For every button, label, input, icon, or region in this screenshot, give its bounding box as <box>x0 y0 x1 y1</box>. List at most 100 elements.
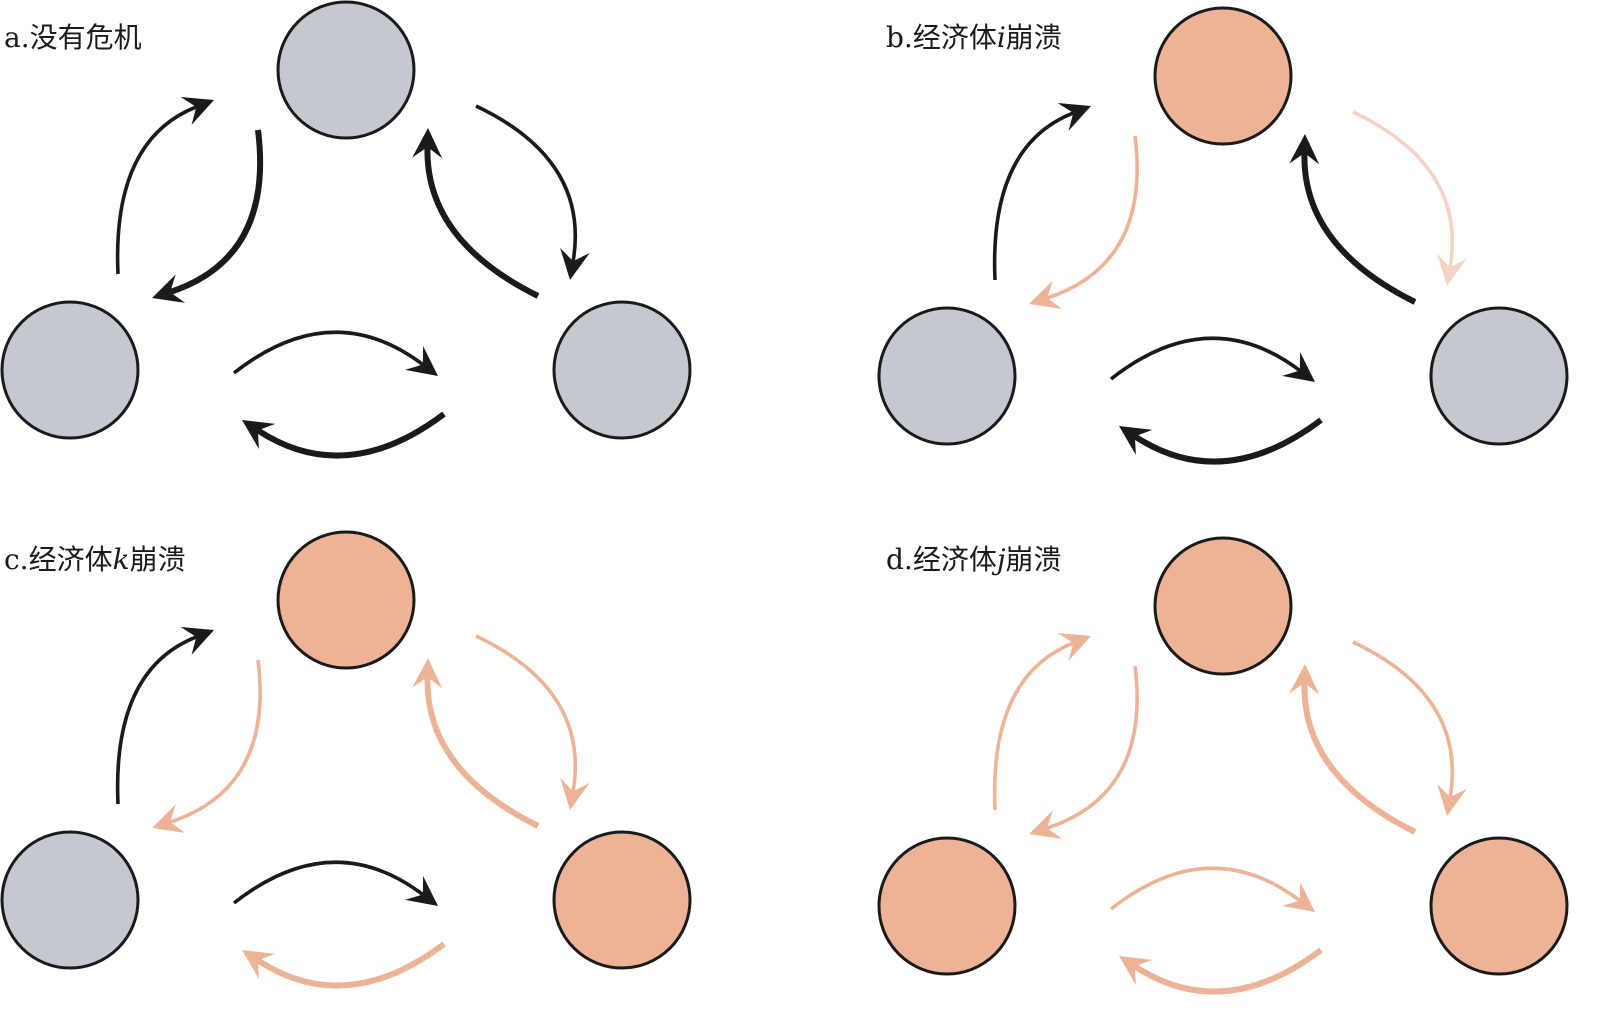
panel-b-title-suffix: 崩溃 <box>1005 21 1062 54</box>
arrow-left-to-top <box>115 626 214 805</box>
arrow-top-to-right <box>1352 110 1467 286</box>
arrow-right-to-top-shaft <box>424 676 540 829</box>
node-top-collapsed <box>1153 6 1293 146</box>
panel-d-title: d.经济体j崩溃 <box>886 546 1062 574</box>
arrow-left-to-right-arrowhead <box>405 875 438 906</box>
arrow-top-to-right-arrowhead <box>1437 783 1467 816</box>
arrow-left-to-right-shaft <box>1109 866 1301 911</box>
arrow-left-to-right <box>232 330 438 376</box>
arrow-top-to-left-arrowhead <box>1029 810 1063 839</box>
arrow-left-to-top <box>992 102 1091 281</box>
panel-c-title-suffix: 崩溃 <box>129 543 186 576</box>
panel-b-title: b.经济体i崩溃 <box>886 24 1062 52</box>
arrow-right-to-left-arrowhead <box>1119 426 1153 455</box>
panel-a-title-text: a.没有危机 <box>4 21 142 54</box>
panel-d-title-suffix: 崩溃 <box>1005 543 1062 576</box>
arrow-right-to-left-shaft <box>256 411 446 459</box>
panel-d <box>877 536 1569 995</box>
arrow-top-to-right <box>475 634 590 810</box>
panel-d-title-prefix: d.经济体 <box>886 543 997 576</box>
arrow-right-to-top <box>1289 134 1417 305</box>
arrow-top-to-right-shaft <box>475 104 578 262</box>
arrow-right-to-top <box>412 658 540 829</box>
arrow-left-to-top-shaft <box>992 111 1074 281</box>
panel-c <box>0 530 692 989</box>
arrow-left-to-top-arrowhead <box>1057 102 1091 131</box>
arrow-right-to-left-shaft <box>1133 947 1323 995</box>
arrow-right-to-top-shaft <box>424 146 540 299</box>
arrow-left-to-right-shaft <box>232 860 424 905</box>
panel-d-title-var: j <box>996 543 1006 576</box>
arrow-right-to-top <box>1289 664 1417 835</box>
arrow-top-to-right-shaft <box>475 634 578 792</box>
arrow-top-to-right-arrowhead <box>1437 253 1467 286</box>
panel-c-title-var: k <box>112 543 130 576</box>
arrow-right-to-left <box>242 941 446 989</box>
arrow-top-to-left-arrowhead <box>152 274 186 303</box>
arrow-top-to-right-arrowhead <box>560 247 590 280</box>
node-top-normal <box>276 0 416 140</box>
arrow-left-to-top-shaft <box>992 641 1074 811</box>
arrow-top-to-left-shaft <box>1046 665 1139 830</box>
panel-c-title: c.经济体k崩溃 <box>4 546 186 574</box>
arrow-right-to-top-arrowhead <box>412 128 443 159</box>
arrow-right-to-left <box>242 411 446 459</box>
arrow-top-to-left-shaft <box>169 129 264 295</box>
panel-b-title-var: i <box>996 21 1006 54</box>
arrow-left-to-top-shaft <box>115 635 197 805</box>
arrow-right-to-top-arrowhead <box>1289 134 1320 165</box>
arrow-left-to-right <box>1109 866 1315 912</box>
arrow-left-to-top <box>115 96 214 275</box>
arrow-top-to-right-shaft <box>1352 110 1455 268</box>
arrow-left-to-top-arrowhead <box>180 626 214 655</box>
node-right-normal <box>1429 306 1569 446</box>
node-left-normal <box>0 830 140 970</box>
arrow-right-to-left-arrowhead <box>242 420 276 449</box>
panel-c-title-prefix: c.经济体 <box>4 543 113 576</box>
arrow-top-to-right-arrowhead <box>560 777 590 810</box>
arrow-left-to-top-arrowhead <box>1057 632 1091 661</box>
node-right-collapsed <box>552 830 692 970</box>
arrow-right-to-left <box>1119 417 1323 465</box>
arrow-top-to-left <box>152 659 262 833</box>
node-right-collapsed <box>1429 836 1569 976</box>
node-right-normal <box>552 300 692 440</box>
arrow-right-to-top-arrowhead <box>1289 664 1320 695</box>
arrow-top-to-left-arrowhead <box>1029 280 1063 309</box>
panel-a <box>0 0 692 459</box>
arrow-left-to-right <box>1109 336 1315 382</box>
arrow-left-to-right-arrowhead <box>1282 881 1315 912</box>
arrow-left-to-right-arrowhead <box>1282 351 1315 382</box>
panel-b-title-prefix: b.经济体 <box>886 21 997 54</box>
node-left-collapsed <box>877 836 1017 976</box>
arrow-left-to-top-arrowhead <box>180 96 214 125</box>
arrow-left-to-right-shaft <box>1109 336 1301 381</box>
arrow-right-to-left-arrowhead <box>1119 956 1153 985</box>
arrow-top-to-right <box>475 104 590 280</box>
arrow-top-to-left-shaft <box>1046 135 1139 300</box>
node-top-collapsed <box>276 530 416 670</box>
node-top-collapsed <box>1153 536 1293 676</box>
panel-a-title: a.没有危机 <box>4 24 142 52</box>
arrow-left-to-top <box>992 632 1091 811</box>
arrow-top-to-left-shaft <box>169 659 262 824</box>
arrow-right-to-top-shaft <box>1301 152 1417 305</box>
arrow-right-to-top-arrowhead <box>412 658 443 689</box>
arrow-left-to-right <box>232 860 438 906</box>
arrow-top-to-right <box>1352 640 1467 816</box>
arrow-top-to-left-arrowhead <box>152 804 186 833</box>
arrow-right-to-top <box>412 128 540 299</box>
panel-b <box>877 6 1569 465</box>
node-left-normal <box>0 300 140 440</box>
arrow-left-to-top-shaft <box>115 105 197 275</box>
arrow-top-to-left <box>152 129 264 303</box>
arrow-top-to-right-shaft <box>1352 640 1455 798</box>
arrow-right-to-left <box>1119 947 1323 995</box>
arrow-right-to-left-shaft <box>256 941 446 989</box>
arrow-right-to-top-shaft <box>1301 682 1417 835</box>
node-left-normal <box>877 306 1017 446</box>
arrow-left-to-right-shaft <box>232 330 424 375</box>
arrow-right-to-left-shaft <box>1133 417 1323 465</box>
arrow-top-to-left <box>1029 135 1139 309</box>
